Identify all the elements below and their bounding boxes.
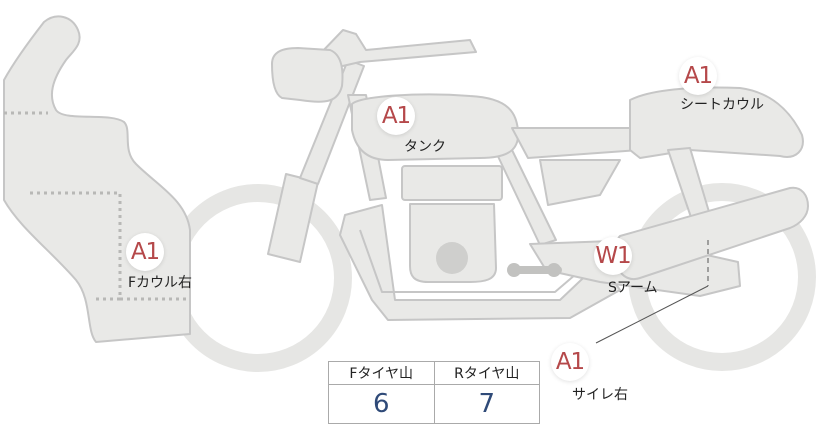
rear-tread-header: Rタイヤ山: [433, 361, 540, 385]
engine-cover: [436, 242, 468, 274]
frame-rail: [359, 229, 591, 293]
front-cowl: [3, 15, 191, 343]
damage-code-marker[interactable]: W1: [594, 237, 632, 275]
engine-top: [401, 165, 503, 201]
headlight: [271, 47, 344, 103]
handlebar: [317, 29, 477, 69]
damage-code-marker[interactable]: A1: [377, 97, 415, 135]
rear-tread-value: 7: [433, 384, 540, 424]
tire-tread-table: Fタイヤ山 Rタイヤ山 6 7: [328, 361, 540, 424]
front-wheel: [164, 184, 352, 372]
part-label-f-cowl-right: Fカウル右: [128, 275, 193, 291]
damage-code-marker[interactable]: A1: [551, 343, 589, 381]
part-label-tank: タンク: [404, 139, 446, 155]
front-tread-header: Fタイヤ山: [328, 361, 435, 385]
damage-code-marker[interactable]: A1: [679, 57, 717, 95]
part-label-silencer-right: サイレ右: [572, 387, 628, 403]
seat-rail: [511, 127, 641, 159]
damage-code-marker[interactable]: A1: [126, 233, 164, 271]
front-tread-value: 6: [328, 384, 435, 424]
rear-frame: [539, 159, 621, 206]
part-label-swingarm: Sアーム: [608, 280, 658, 296]
seat-cowl: [629, 86, 804, 159]
part-label-seat-cowl: シートカウル: [680, 97, 764, 113]
lower-frame: [339, 204, 621, 321]
